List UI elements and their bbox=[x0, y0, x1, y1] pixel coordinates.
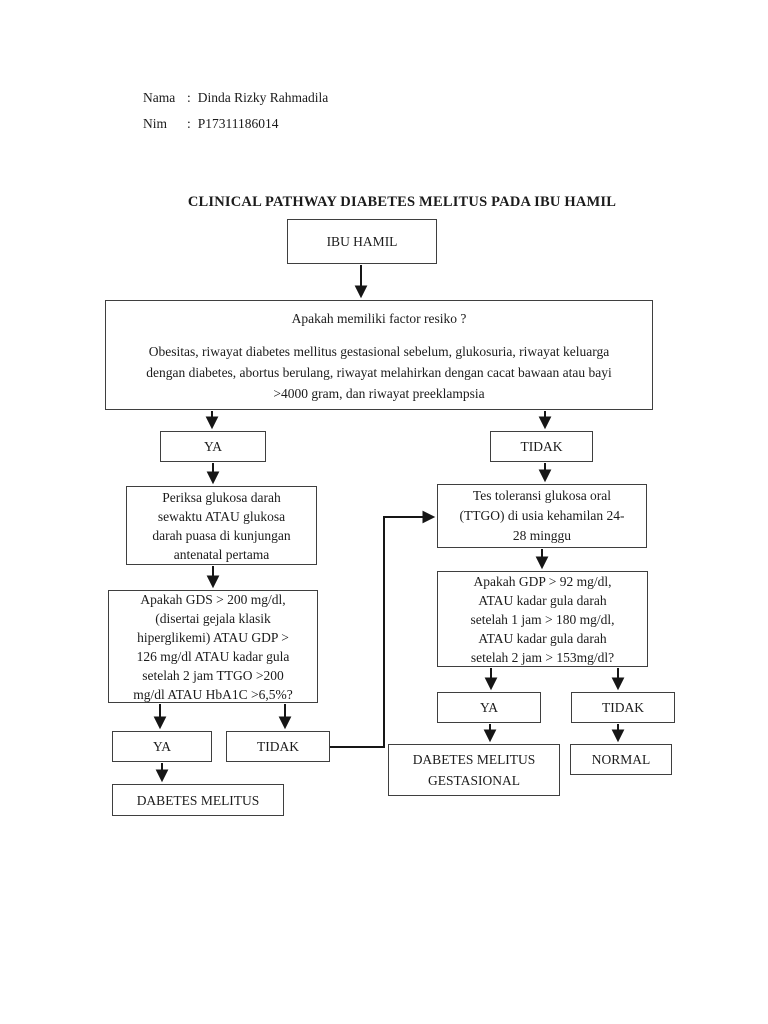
student-nim-row: Nim : P17311186014 bbox=[143, 111, 328, 137]
node-diabetes-melitus: DABETES MELITUS bbox=[112, 784, 284, 816]
node-diabetes-melitus-gestasional: DABETES MELITUS GESTASIONAL bbox=[388, 744, 560, 796]
node-normal: NORMAL bbox=[570, 744, 672, 775]
student-id-block: Nama : Dinda Rizky Rahmadila Nim : P1731… bbox=[143, 85, 328, 137]
node-gds-question: Apakah GDS > 200 mg/dl, (disertai gejala… bbox=[108, 590, 318, 703]
node-ibu-hamil: IBU HAMIL bbox=[287, 219, 437, 264]
tidak-risk-label: TIDAK bbox=[520, 439, 563, 454]
risk-detail-text: Obesitas, riwayat diabetes mellitus gest… bbox=[146, 344, 612, 401]
node-tidak-gds: TIDAK bbox=[226, 731, 330, 762]
name-separator: : bbox=[187, 90, 191, 105]
ya-risk-label: YA bbox=[203, 439, 222, 454]
student-name-row: Nama : Dinda Rizky Rahmadila bbox=[143, 85, 328, 111]
node-tidak-gdp: TIDAK bbox=[571, 692, 675, 723]
tidak-gdp-label: TIDAK bbox=[602, 700, 644, 715]
ya-gds-label: YA bbox=[152, 739, 171, 754]
page-title: CLINICAL PATHWAY DIABETES MELITUS PADA I… bbox=[187, 194, 617, 210]
node-periksa-glukosa: Periksa glukosa darah sewaktu ATAU gluko… bbox=[126, 486, 317, 565]
normal-label: NORMAL bbox=[591, 752, 651, 767]
name-label: Nama bbox=[143, 90, 176, 105]
node-gdp-question: Apakah GDP > 92 mg/dl, ATAU kadar gula d… bbox=[437, 571, 648, 667]
nim-label: Nim bbox=[143, 116, 168, 131]
tidak-gds-label: TIDAK bbox=[257, 739, 299, 754]
node-ya-gds: YA bbox=[112, 731, 212, 762]
ya-gdp-label: YA bbox=[479, 700, 498, 715]
node-ya-risk: YA bbox=[160, 431, 266, 462]
node-ibu-hamil-label: IBU HAMIL bbox=[326, 234, 398, 249]
node-ya-gdp: YA bbox=[437, 692, 541, 723]
risk-question-text: Apakah memiliki factor resiko ? bbox=[291, 311, 467, 326]
node-risk-question: Apakah memiliki factor resiko ? Obesitas… bbox=[105, 300, 653, 410]
node-ttgo: Tes toleransi glukosa oral (TTGO) di usi… bbox=[437, 484, 647, 548]
node-tidak-risk: TIDAK bbox=[490, 431, 593, 462]
connector-tidak-gds-to-ttgo bbox=[330, 510, 436, 748]
diabetes-melitus-label: DABETES MELITUS bbox=[136, 792, 260, 808]
nim-separator: : bbox=[187, 116, 191, 131]
nim-value: P17311186014 bbox=[197, 116, 279, 131]
name-value: Dinda Rizky Rahmadila bbox=[197, 90, 329, 105]
